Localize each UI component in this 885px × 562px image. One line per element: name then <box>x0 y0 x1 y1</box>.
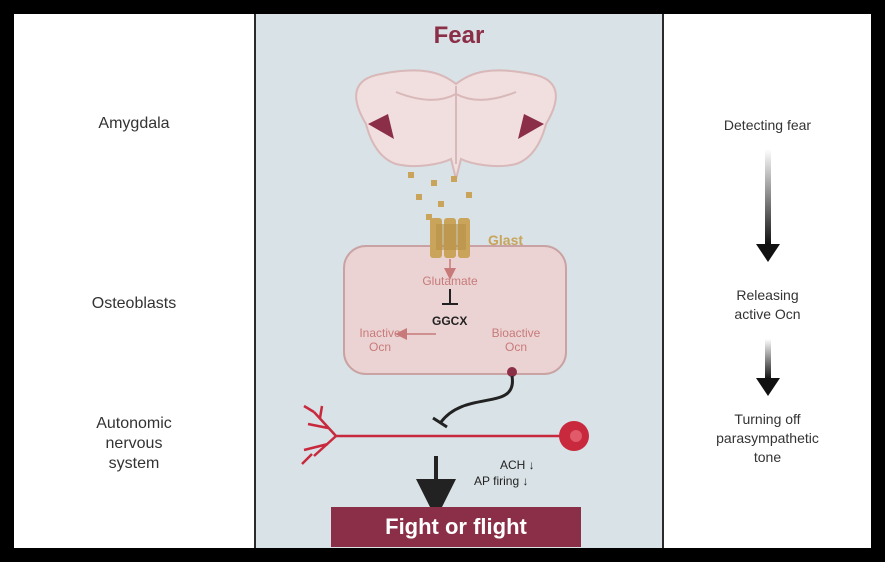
turning-off-line-1: Turning off <box>664 410 871 429</box>
ap-firing-label: AP firing ↓ <box>474 474 528 488</box>
amygdala-label: Amygdala <box>14 114 254 134</box>
inactive-ocn-line: Ocn <box>352 340 408 354</box>
right-arrow-1-shaft <box>765 149 771 244</box>
turning-off-line-3: tone <box>664 448 871 467</box>
autonomic-nervous-system-label: Autonomic nervous system <box>14 414 254 474</box>
inactive-ocn-label: Inactive Ocn <box>352 326 408 354</box>
inactive-line: Inactive <box>352 326 408 340</box>
bioactive-line: Bioactive <box>482 326 550 340</box>
ach-label: ACH ↓ <box>500 458 535 472</box>
releasing-line-1: Releasing <box>664 286 871 305</box>
right-arrows <box>664 14 871 548</box>
fight-or-flight-banner: Fight or flight <box>331 507 581 547</box>
right-arrow-2-head <box>756 378 780 396</box>
autonomic-line-1: Autonomic <box>14 414 254 434</box>
left-panel: Amygdala Osteoblasts Autonomic nervous s… <box>14 14 256 548</box>
ggcx-label: GGCX <box>432 314 467 328</box>
neuron-icon <box>302 406 589 464</box>
glast-label: Glast <box>488 232 523 248</box>
center-panel: Fear Glast Glutamate GGCX Inactive Ocn B… <box>256 14 664 548</box>
bioactive-ocn-line: Ocn <box>482 340 550 354</box>
autonomic-line-3: system <box>14 454 254 474</box>
turning-off-line-2: parasympathetic <box>664 429 871 448</box>
turning-off-tone-label: Turning off parasympathetic tone <box>664 410 871 467</box>
bioactive-ocn-label: Bioactive Ocn <box>482 326 550 354</box>
osteoblast-cell <box>344 246 566 374</box>
release-dot <box>507 367 517 377</box>
autonomic-line-2: nervous <box>14 434 254 454</box>
brain-icon <box>356 70 556 179</box>
fear-title: Fear <box>256 22 662 50</box>
right-panel: Detecting fear Releasing active Ocn Turn… <box>664 14 871 548</box>
osteoblasts-label: Osteoblasts <box>14 294 254 314</box>
glutamate-particles <box>408 172 472 220</box>
releasing-line-2: active Ocn <box>664 305 871 324</box>
releasing-ocn-label: Releasing active Ocn <box>664 286 871 324</box>
right-arrow-2-shaft <box>765 339 771 379</box>
right-arrow-1-head <box>756 244 780 262</box>
glutamate-label: Glutamate <box>410 274 490 288</box>
detecting-fear-label: Detecting fear <box>664 116 871 135</box>
glast-receptor <box>430 218 470 258</box>
